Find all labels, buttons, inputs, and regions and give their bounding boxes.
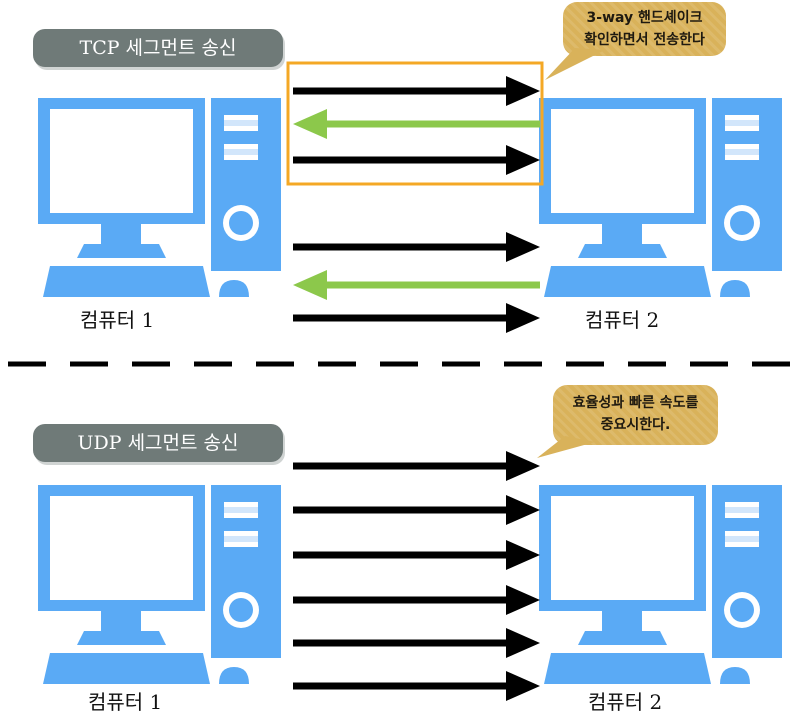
tcp-computer-1-icon <box>38 98 281 297</box>
tcp-computer-2-label: 컴퓨터 2 <box>585 308 660 332</box>
handshake-highlight-box <box>286 61 544 186</box>
tcp-note-line-1: 3-way 핸드셰이크 <box>586 10 703 26</box>
udp-arrow-right-1-head-icon <box>506 451 540 481</box>
udp-arrow-right-2-head-icon <box>506 495 540 525</box>
tcp-arrow-right-6-head-icon <box>506 303 540 333</box>
tcp-note-bubble: 3-way 핸드셰이크 확인하면서 전송한다 <box>563 2 726 56</box>
udp-arrow-right-5-head-icon <box>506 628 540 658</box>
udp-computer-2-icon <box>539 485 782 684</box>
udp-section-title: UDP 세그먼트 송신 <box>33 424 283 462</box>
udp-note-line-1: 효율성과 빠른 속도를 <box>572 395 699 411</box>
tcp-computer-2-icon <box>539 98 782 297</box>
tcp-arrow-group <box>293 76 540 333</box>
udp-computer-1-label: 컴퓨터 1 <box>88 690 163 714</box>
udp-note-line-2: 중요시한다. <box>600 417 671 433</box>
udp-computer-1-icon <box>38 485 281 684</box>
udp-arrow-right-6-head-icon <box>506 671 540 701</box>
tcp-arrow-left-2-head-icon <box>293 109 327 139</box>
udp-note-bubble: 효율성과 빠른 속도를 중요시한다. <box>553 385 718 445</box>
udp-arrow-right-3-head-icon <box>506 540 540 570</box>
udp-arrow-right-4-head-icon <box>506 585 540 615</box>
udp-computer-2-label: 컴퓨터 2 <box>588 690 663 714</box>
tcp-computer-1-label: 컴퓨터 1 <box>80 308 155 332</box>
tcp-arrow-right-1-head-icon <box>506 76 540 106</box>
tcp-note-line-2: 확인하면서 전송한다 <box>584 32 705 48</box>
tcp-arrow-right-4-head-icon <box>506 232 540 262</box>
tcp-arrow-right-3-head-icon <box>506 145 540 175</box>
tcp-section-title: TCP 세그먼트 송신 <box>33 29 283 67</box>
tcp-arrow-left-5-head-icon <box>293 270 327 300</box>
udp-arrow-group <box>293 451 540 701</box>
